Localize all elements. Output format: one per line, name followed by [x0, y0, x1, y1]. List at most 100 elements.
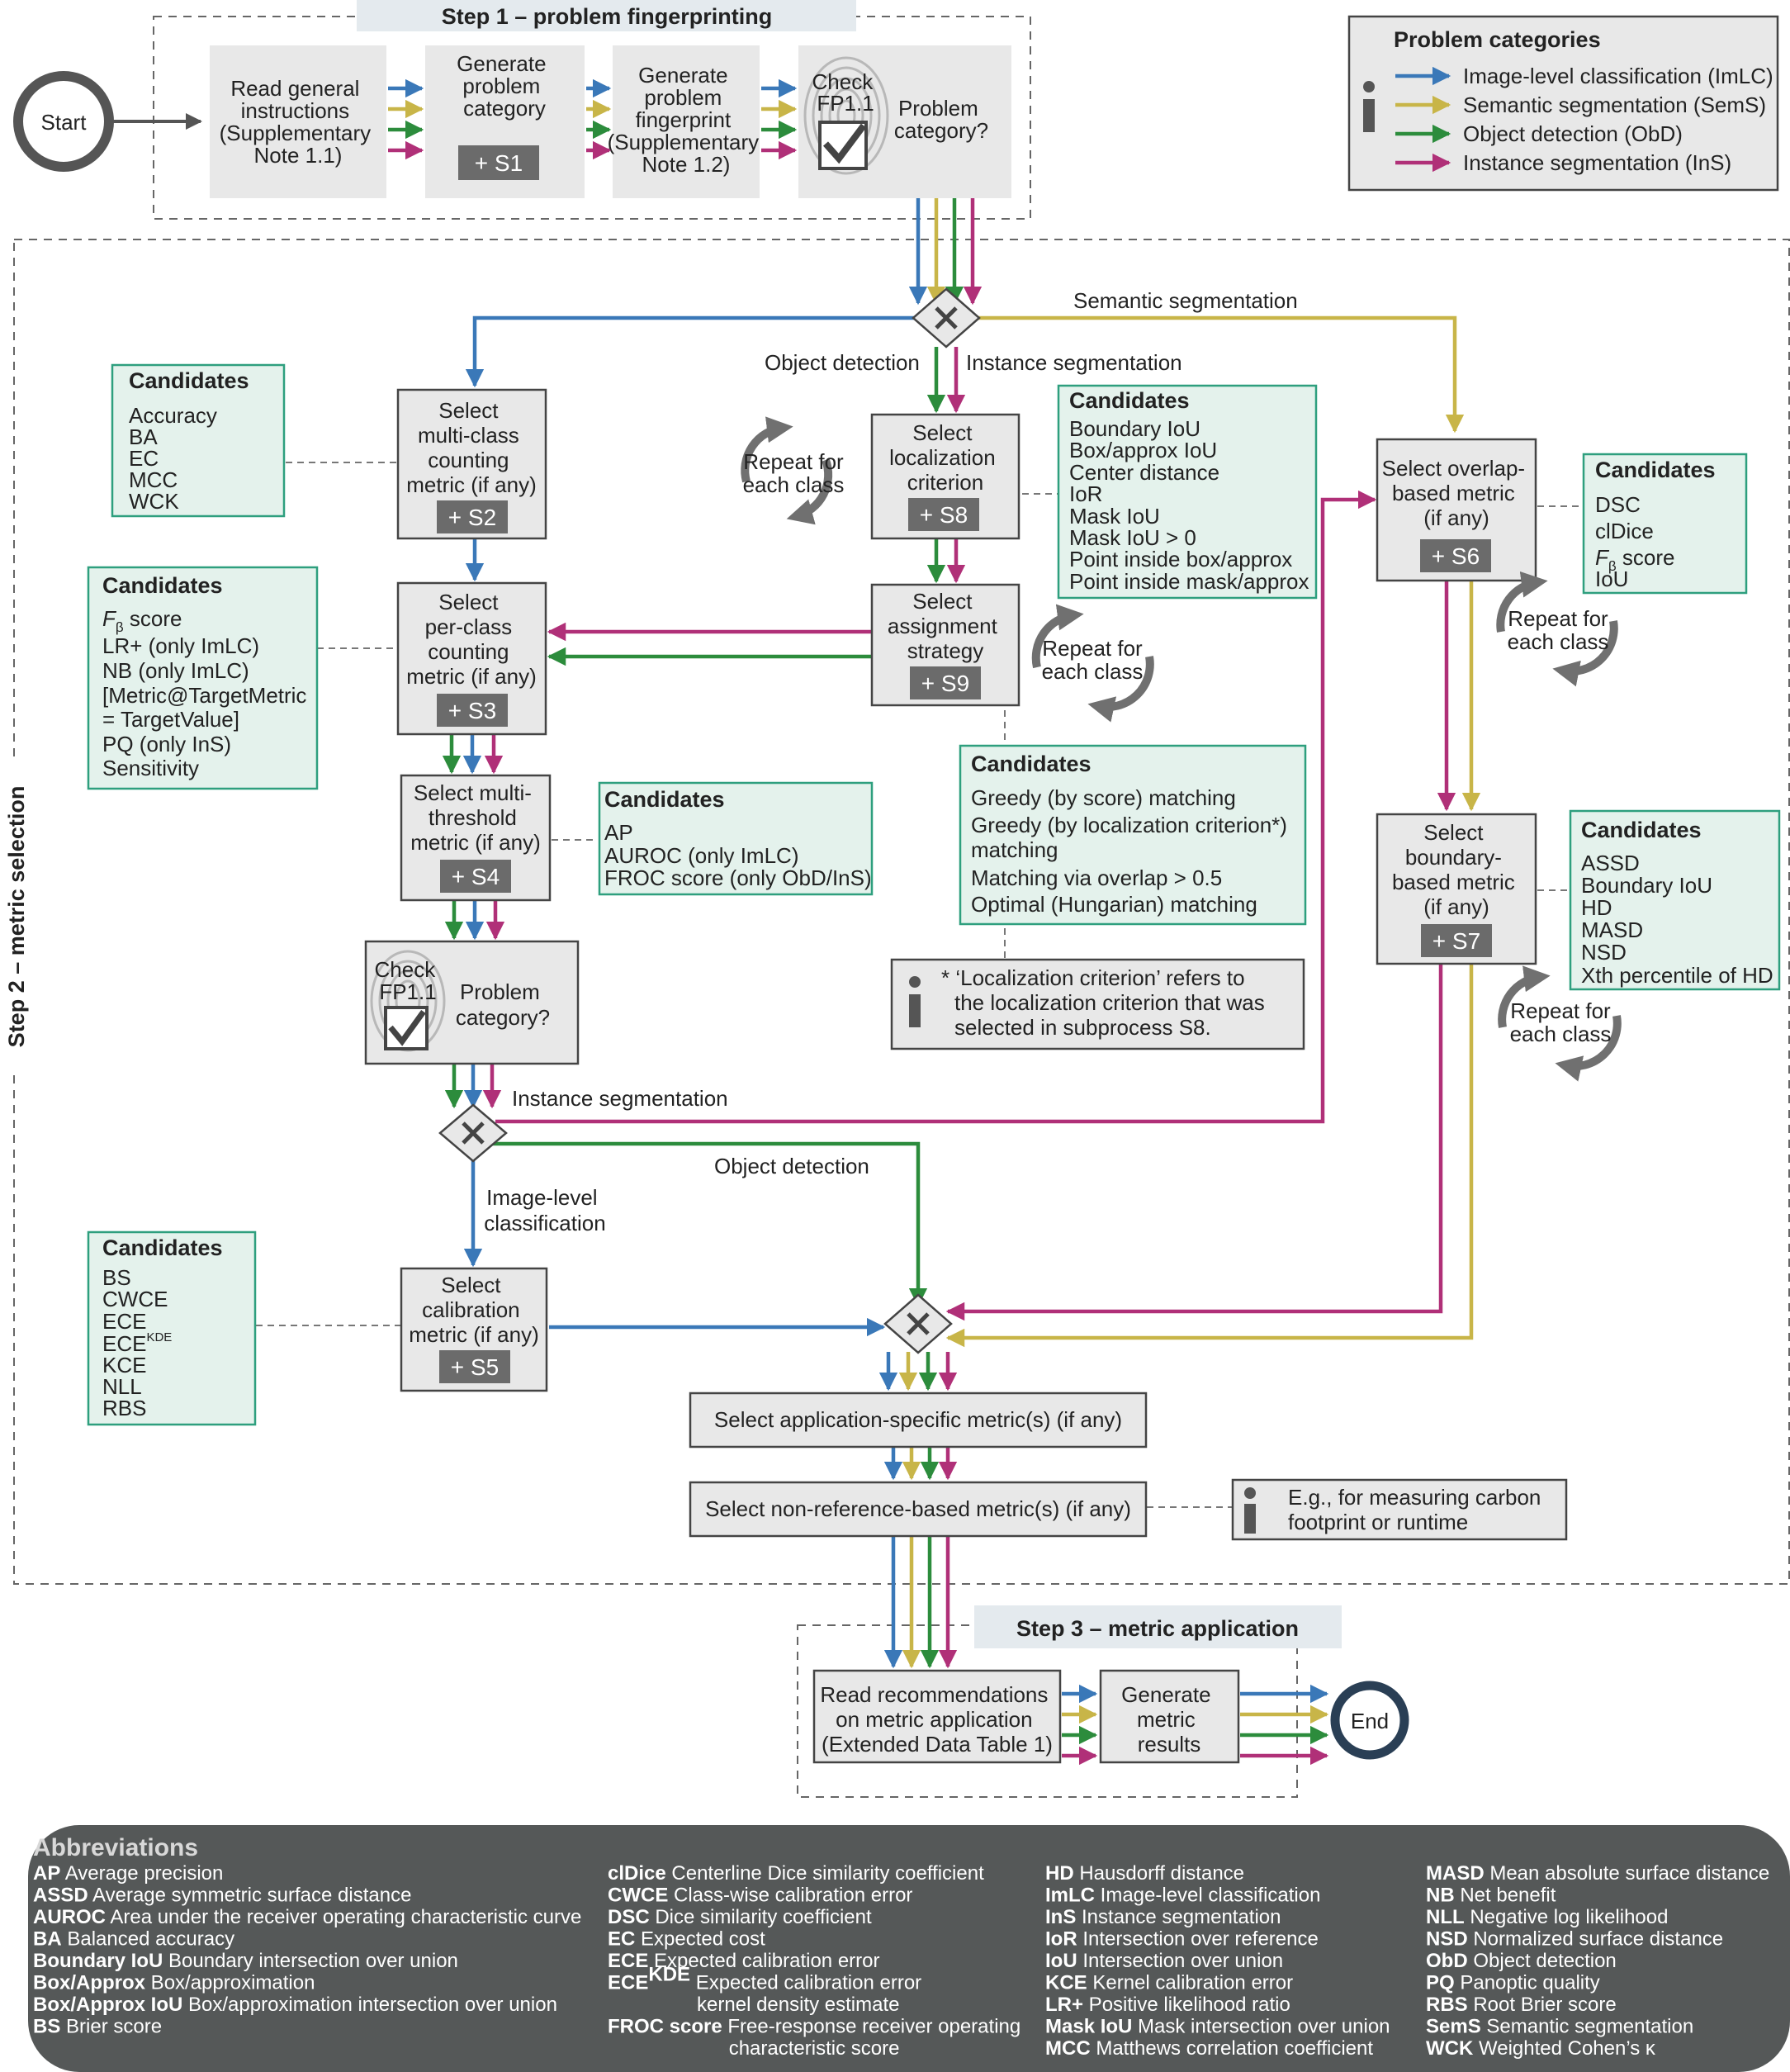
abbreviation-entry: MCC Matthews correlation coefficient [1045, 2037, 1373, 2060]
repeat-text-s9-2: each class [1042, 659, 1144, 684]
s9-text: Select assignment strategy [888, 589, 1003, 663]
abbreviation-entry: PQ Panoptic quality [1426, 1972, 1600, 1994]
decision-diamond-1 [912, 287, 981, 348]
abbreviation-entry: EC Expected cost [608, 1928, 765, 1951]
candidates-s9-title: Candidates [971, 752, 1092, 776]
localization-note-box [890, 958, 1305, 1050]
branch-label-object-detection-2: Object detection [714, 1154, 869, 1178]
checkbox-icon [818, 121, 868, 170]
abbreviation-entry: AUROC Area under the receiver operating … [33, 1906, 581, 1928]
repeat-text-s7-2: each class [1510, 1022, 1612, 1046]
badge-s9-text: + S9 [921, 671, 969, 696]
abbreviation-entry: ObD Object detection [1426, 1950, 1617, 1972]
abbreviation-entry: ECEKDE Expected calibration error [608, 1964, 921, 1994]
abbreviation-entry: IoR Intersection over reference [1045, 1928, 1319, 1951]
candidates-s2-title: Candidates [129, 368, 249, 393]
branch-label-instance-segmentation-1: Instance segmentation [966, 350, 1182, 375]
abbreviation-entry: BA Balanced accuracy [33, 1928, 234, 1951]
abbreviation-entry: ImLC Image-level classification [1045, 1885, 1320, 1907]
s7-text: Select boundary- based metric (if any) [1392, 820, 1521, 919]
start-label: Start [41, 110, 88, 135]
abbreviation-entry: SemS Semantic segmentation [1426, 2016, 1693, 2038]
read-recommendations-text: Read recommendations on metric applicati… [820, 1682, 1054, 1757]
repeat-text-s6-1: Repeat for [1508, 606, 1608, 631]
badge-s8-text: + S8 [920, 502, 968, 528]
problem-category-text-2: Problem category? [456, 979, 550, 1030]
candidates-s9-box [959, 744, 1307, 926]
step1-title: Step 1 – problem fingerprinting [442, 4, 773, 29]
abbreviations-title: Abbreviations [33, 1834, 198, 1861]
select-application-specific-metric-box [689, 1392, 1148, 1449]
candidates-s7-list: ASSD Boundary IoU HD MASD NSD Xth percen… [1581, 851, 1773, 988]
abbreviation-entry: Box/Approx Box/approximation [33, 1972, 315, 1994]
badge-s2-text: + S2 [448, 505, 496, 530]
candidates-s5-ecekde: ECEKDE [102, 1330, 172, 1356]
info-icon [1363, 81, 1375, 132]
step3-title: Step 3 – metric application [1016, 1616, 1299, 1641]
generate-fingerprint-box [613, 45, 760, 198]
candidates-s8-title: Candidates [1069, 388, 1190, 413]
badge-s3-text: + S3 [448, 698, 496, 723]
abbreviation-entry: BS Brier score [33, 2016, 162, 2038]
nonref-note-box [1231, 1478, 1568, 1541]
badge-s5 [439, 1350, 510, 1383]
check-fp-text-2: Check FP1.1 [375, 957, 442, 1004]
candidates-s3-title: Candidates [102, 573, 223, 598]
candidates-s5-list: BS CWCE ECE KCE NLL RBS [102, 1265, 174, 1420]
badge-s2 [437, 500, 508, 533]
read-recommendations-box [812, 1669, 1062, 1764]
end-label: End [1351, 1709, 1389, 1733]
legend-item-imlc: Image-level classification (ImLC) [1463, 64, 1773, 88]
check-fp-text-1: Check FP1.1 [812, 69, 879, 116]
step2-title: Step 2 – metric selection [4, 786, 29, 1048]
branch-label-instance-segmentation-2: Instance segmentation [512, 1086, 728, 1111]
repeat-text-s9-1: Repeat for [1042, 636, 1143, 661]
abbreviation-entry: IoU Intersection over union [1045, 1950, 1283, 1972]
checkbox-icon-2 [384, 1006, 429, 1050]
repeat-text-s8-2: each class [743, 472, 845, 497]
badge-s7-text: + S7 [1432, 928, 1480, 954]
abbreviation-entry: AP Average precision [33, 1862, 223, 1885]
repeat-text-s6-2: each class [1508, 629, 1609, 654]
candidates-s9-list: Greedy (by score) matching Greedy (by lo… [971, 785, 1293, 917]
abbreviation-entry: Mask IoU Mask intersection over union [1045, 2016, 1390, 2038]
abbreviation-entry: HD Hausdorff distance [1045, 1862, 1244, 1885]
non-reference-text: Select non-reference-based metric(s) (if… [705, 1496, 1131, 1521]
info-icon-nonref [1244, 1487, 1256, 1534]
candidates-s4-list: AP AUROC (only ImLC) FROC score (only Ob… [604, 820, 872, 890]
end-node [1330, 1681, 1409, 1760]
repeat-text-s8-1: Repeat for [743, 449, 844, 474]
candidates-s5-title: Candidates [102, 1235, 223, 1260]
legend-item-ins: Instance segmentation (InS) [1463, 150, 1731, 175]
abbreviation-entry: KCE Kernel calibration error [1045, 1972, 1293, 1994]
abbreviation-entry: ASSD Average symmetric surface distance [33, 1885, 411, 1907]
abbreviations-panel [28, 1825, 1790, 2072]
badge-s1-text: + S1 [475, 150, 523, 176]
abbreviation-entry: FROC score Free-response receiver operat… [608, 2016, 1020, 2038]
abbreviation-entry: NB Net benefit [1426, 1885, 1556, 1907]
s6-text: Select overlap- based metric (if any) [1382, 456, 1532, 530]
candidates-s3-box [87, 566, 319, 790]
abbreviation-entry-continued: kernel density estimate [697, 1994, 899, 2016]
candidates-s7-box [1569, 809, 1781, 991]
candidates-s3-list: LR+ (only ImLC) NB (only ImLC) [Metric@T… [102, 633, 313, 780]
legend-item-sems: Semantic segmentation (SemS) [1463, 92, 1766, 117]
candidates-s2-box [111, 363, 286, 518]
candidates-s4-title: Candidates [604, 787, 725, 812]
abbreviation-entry: ECE Expected calibration error [608, 1950, 880, 1972]
badge-s4 [440, 860, 511, 893]
badge-s7 [1421, 924, 1492, 957]
app-specific-text: Select application-specific metric(s) (i… [714, 1407, 1122, 1432]
candidates-s8-box [1057, 384, 1318, 600]
repeat-text-s7-1: Repeat for [1510, 998, 1611, 1023]
legend-items: Image-level classification (ImLC) Semant… [1395, 64, 1773, 175]
read-general-instructions-box [210, 45, 386, 198]
generate-metric-results-box [1099, 1669, 1240, 1764]
flow-lines [442, 198, 1481, 1766]
